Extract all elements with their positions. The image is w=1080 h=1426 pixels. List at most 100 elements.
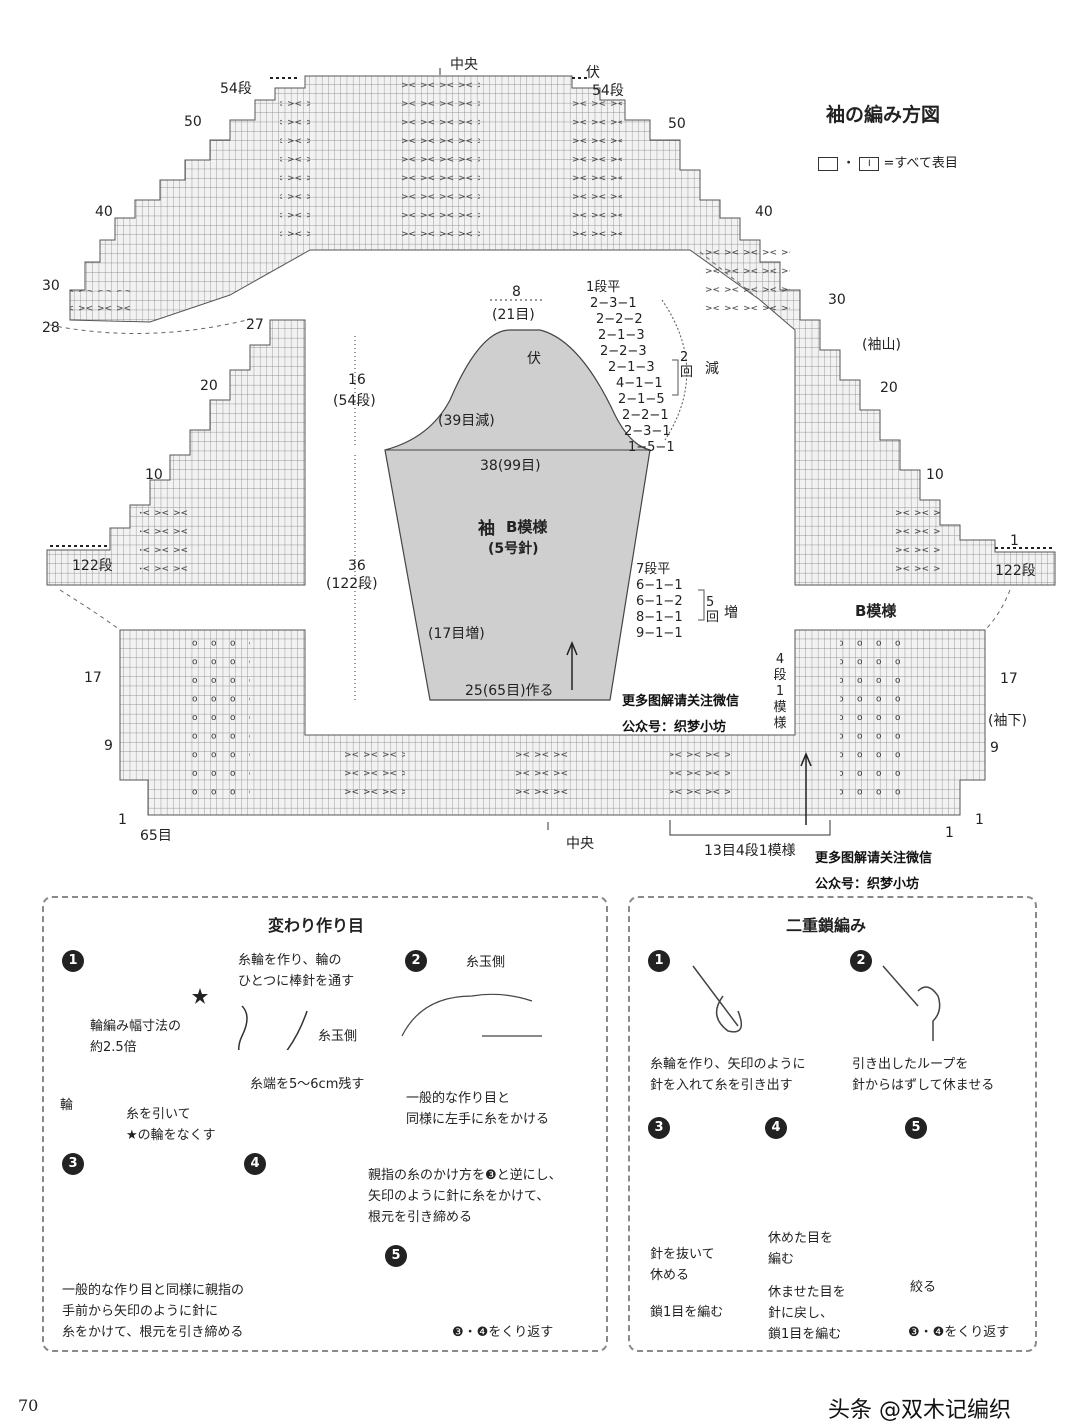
hand-illustrations-lower <box>42 1052 604 1062</box>
knitting-chart: >< o <box>46 68 1056 836</box>
increase-row: 6−1−1 <box>636 578 683 593</box>
sleeve-needle: (5号針) <box>488 541 539 557</box>
hook-1-illustration <box>692 965 743 1033</box>
row-right-17: 17 <box>1000 671 1018 687</box>
decrease-row: 1段平 <box>586 280 621 295</box>
s5-text: ❸・❹をくり返す <box>452 1325 554 1340</box>
step-5-badge: 5 <box>385 1245 407 1267</box>
row-left-17: 17 <box>84 670 102 686</box>
hook-2-illustration <box>882 965 941 1041</box>
r-step-4-badge: 4 <box>765 1117 787 1139</box>
s34-top-text: 親指の糸のかけ方を❸と逆にし、 矢印のように針に糸をかけて、 根元を引き締める <box>368 1168 562 1225</box>
center-top-label: 中央 <box>450 57 478 73</box>
pattern-rows-dan: 段 <box>773 668 787 683</box>
decrease-loop: 2 回 <box>680 350 693 380</box>
increase-row: 7段平 <box>636 562 671 577</box>
legend-blank-box <box>818 156 838 171</box>
rows-54-left: 54段 <box>220 81 252 97</box>
chain-title: 二重鎖編み <box>786 916 867 935</box>
s1-tail-text: 糸端を5〜6cm残す <box>250 1077 365 1092</box>
increase-loop-unit: 回 <box>706 610 720 625</box>
r3-a-text: 針を抜いて 休める <box>650 1247 715 1283</box>
row-left-30: 30 <box>42 278 60 294</box>
yarn-loop-illustration <box>238 1005 308 1050</box>
decrease-row: 2−3−1 <box>624 424 671 439</box>
watermark-line2: 公众号：织梦小坊 <box>815 877 920 892</box>
page-number: 70 <box>18 1396 39 1415</box>
decrease-label: 減 <box>705 361 719 377</box>
decrease-row: 2−2−3 <box>600 344 647 359</box>
pattern-b-label: B模様 <box>855 602 897 620</box>
decrease-row: 4−1−1 <box>616 376 663 391</box>
stitch-count-65: 65目 <box>140 828 172 844</box>
decrease-row: 2−3−1 <box>590 296 637 311</box>
cap-height: 16 <box>348 372 366 388</box>
decrease-list: 1段平 2−3−1 2−2−2 2−1−3 2−2−3 2−1−3 4−1−1 … <box>586 280 675 456</box>
pattern-rows-4: 4 <box>775 652 785 667</box>
row-right-20: 20 <box>880 380 898 396</box>
r2-text: 引き出したループを 針からはずして休ませる <box>852 1057 995 1093</box>
increase-loop-count: 5 <box>706 595 715 610</box>
decrease-row: 1−5−1 <box>628 440 675 455</box>
row-right-30: 30 <box>828 292 846 308</box>
s1-yarn-text: 糸玉側 <box>318 1029 358 1044</box>
step-4-badge: 4 <box>244 1153 266 1175</box>
footer-credit: 头条 @双木记编织 <box>828 1398 1011 1423</box>
row-left-50: 50 <box>184 114 202 130</box>
sleeve-bottom-label: (袖下) <box>988 713 1027 729</box>
step-3-badge: 3 <box>62 1153 84 1175</box>
r-step-3-badge: 3 <box>648 1117 670 1139</box>
s2-text: 一般的な作り目と 同様に左手に糸をかける <box>406 1091 550 1127</box>
increase-row: 9−1−1 <box>636 626 683 641</box>
r5-b-text: ❸・❹をくり返す <box>908 1325 1010 1340</box>
chart-left-body <box>46 319 306 586</box>
schematic-top-width: 8 <box>512 284 521 300</box>
cast-on-panel <box>42 896 608 1352</box>
sleeve-schematic <box>384 329 651 701</box>
cast-on: 25(65目)作る <box>465 683 554 699</box>
increase-total: (17目増) <box>428 626 485 642</box>
s1-ring-text: 輪 <box>60 1098 74 1113</box>
pattern-rows-label: 4 段 1 模 様 <box>770 652 790 732</box>
decrease-row: 2−2−1 <box>622 408 669 423</box>
watermark-line2: 公众号：织梦小坊 <box>622 720 727 735</box>
body-height: 36 <box>348 558 366 574</box>
legend-text: =すべて表目 <box>883 156 958 171</box>
row-left-20: 20 <box>200 378 218 394</box>
body-rows: (122段) <box>326 576 378 592</box>
decrease-row: 2−2−2 <box>596 312 643 327</box>
increase-loop: 5 回 <box>706 595 719 625</box>
row-left-10: 10 <box>145 467 163 483</box>
row-right-40: 40 <box>755 204 773 220</box>
r3-b-text: 鎖1目を編む <box>650 1305 724 1320</box>
step-1-badge: 1 <box>62 950 84 972</box>
s1-top-text: 糸輪を作り、輪の ひとつに棒針を通す <box>238 953 355 989</box>
row-right-122: 122段 <box>995 563 1036 579</box>
row-left-40: 40 <box>95 204 113 220</box>
increase-list: 7段平 6−1−1 6−1−2 8−1−1 9−1−1 <box>636 562 683 642</box>
row-right-50: 50 <box>668 116 686 132</box>
row-left-1: 1 <box>118 812 127 828</box>
decrease-total: (39目減) <box>438 413 495 429</box>
legend: ・ I =すべて表目 <box>818 152 958 171</box>
r-step-2-badge: 2 <box>850 950 872 972</box>
legend-knit-box: I <box>859 156 880 171</box>
row-right-1-top: 1 <box>1010 533 1019 549</box>
center-bottom-label: 中央 <box>566 836 594 852</box>
pattern-rows-1: 1 <box>775 684 785 699</box>
r1-text: 糸輪を作り、矢印のように 針を入れて糸を引き出す <box>650 1057 806 1093</box>
row-left-27: 27 <box>246 317 264 333</box>
r4-b-text: 休ませた目を 針に戻し、 鎖1目を編む <box>768 1285 846 1342</box>
sleeve-name: 袖 <box>478 519 495 539</box>
repeat-label: 13目4段1模様 <box>704 843 796 859</box>
increase-label: 増 <box>724 605 738 621</box>
pattern-rows-mo: 模 <box>773 700 787 715</box>
crochet-illustrations <box>692 965 941 1041</box>
hand-2-illustration <box>401 993 542 1037</box>
row-right-9: 9 <box>990 740 999 756</box>
r5-a-text: 絞る <box>910 1280 937 1295</box>
chain-panel <box>628 896 1037 1352</box>
row-left-122: 122段 <box>72 558 113 574</box>
row-left-28: 28 <box>42 320 60 336</box>
r-step-1-badge: 1 <box>648 950 670 972</box>
